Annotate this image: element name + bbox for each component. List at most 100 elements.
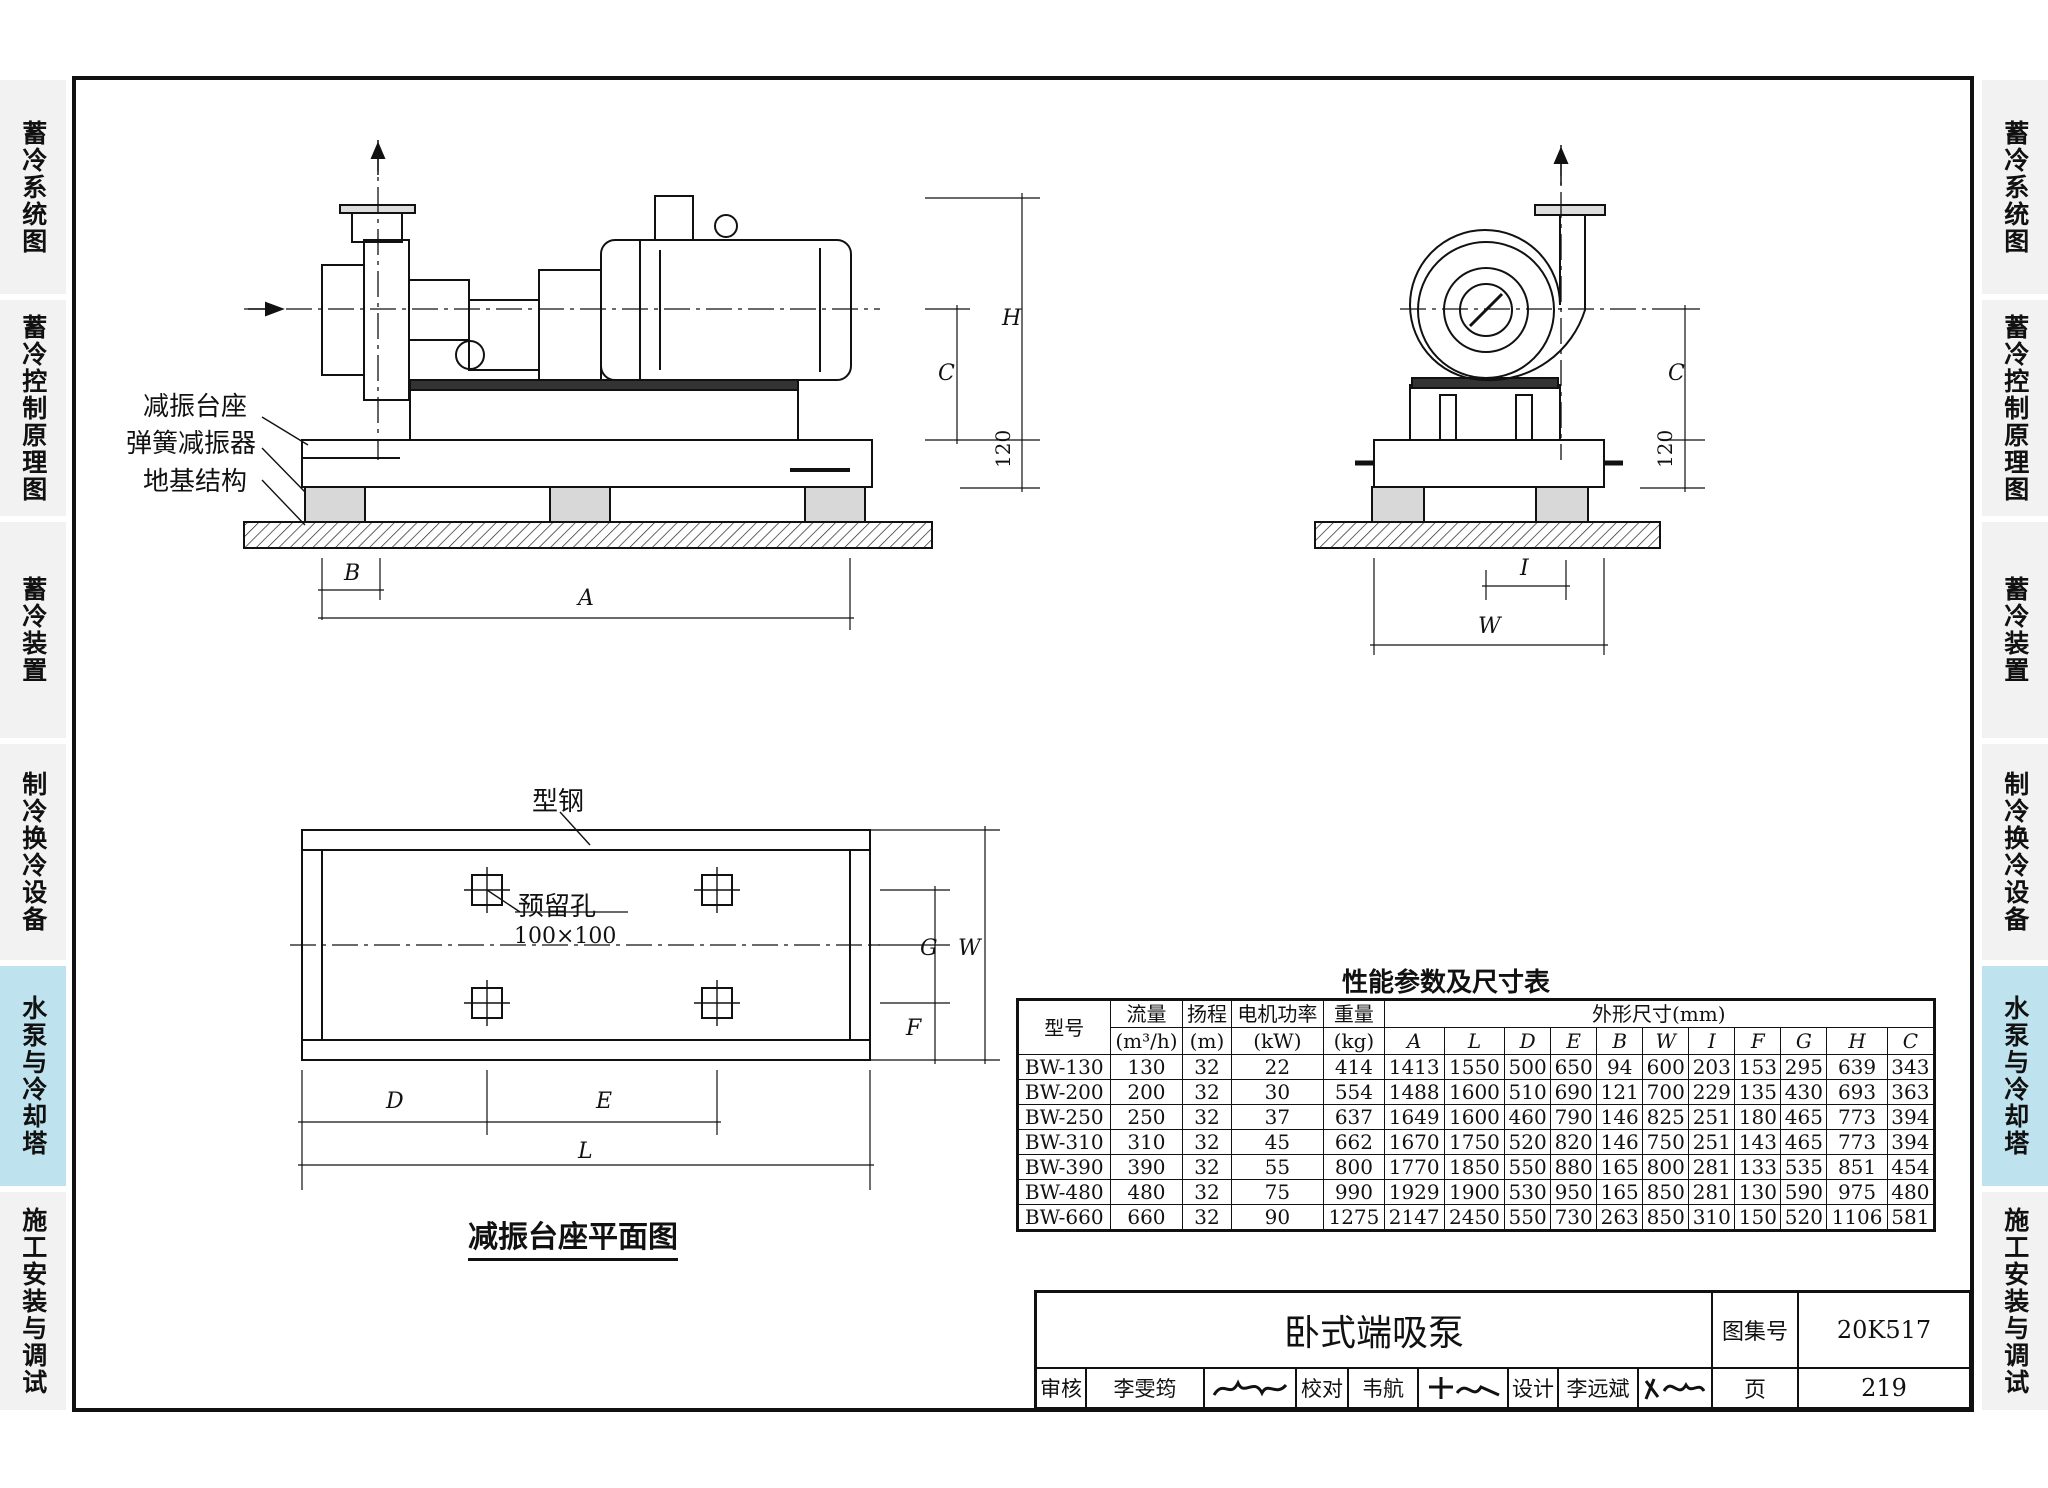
table-cell: 590 xyxy=(1780,1179,1828,1205)
dim-120: 120 xyxy=(991,430,1015,468)
side-tab-installation[interactable]: 施工安装与调试 xyxy=(0,1190,66,1412)
table-cell: 750 xyxy=(1642,1129,1690,1155)
table-cell: 690 xyxy=(1550,1079,1598,1105)
table-cell: 251 xyxy=(1688,1104,1736,1130)
table-cell: 790 xyxy=(1550,1104,1598,1130)
side-tab-cold-storage-device[interactable]: 蓄冷装置 xyxy=(1982,520,2048,740)
table-cell: 263 xyxy=(1596,1204,1644,1231)
plan-view-title: 减振台座平面图 xyxy=(468,1212,678,1261)
table-cell: 2450 xyxy=(1443,1204,1506,1231)
label-base: 减振台座 xyxy=(143,392,247,422)
side-tab-label: 水泵与冷却塔 xyxy=(18,995,48,1157)
table-cell: 1600 xyxy=(1443,1104,1506,1130)
table-cell: 1550 xyxy=(1443,1054,1506,1080)
table-cell: 660 xyxy=(1109,1204,1184,1231)
table-cell: 730 xyxy=(1550,1204,1598,1231)
table-cell: 394 xyxy=(1886,1104,1936,1130)
table-cell: 153 xyxy=(1734,1054,1782,1080)
side-tab-label: 蓄冷控制原理图 xyxy=(18,313,48,503)
side-tab-cold-storage-control[interactable]: 蓄冷控制原理图 xyxy=(1982,298,2048,518)
side-tab-refrigeration-equipment[interactable]: 制冷换冷设备 xyxy=(1982,742,2048,962)
table-cell: 343 xyxy=(1886,1054,1936,1080)
table-cell: 281 xyxy=(1688,1154,1736,1180)
table-cell: 1750 xyxy=(1443,1129,1506,1155)
table-cell: 990 xyxy=(1323,1179,1385,1205)
table-cell: 2147 xyxy=(1383,1204,1445,1231)
page-label: 页 xyxy=(1713,1369,1799,1407)
table-cell: 130 xyxy=(1734,1179,1782,1205)
dim-g: G xyxy=(920,936,938,961)
col-dim-a: A xyxy=(1383,1027,1445,1055)
table-cell: 135 xyxy=(1734,1079,1782,1105)
table-cell: 394 xyxy=(1886,1129,1936,1155)
table-cell: 90 xyxy=(1230,1204,1325,1231)
table-cell: 850 xyxy=(1642,1204,1690,1231)
col-dim-i: I xyxy=(1688,1027,1736,1055)
table-cell: 22 xyxy=(1230,1054,1325,1080)
dim-c-end: C xyxy=(1668,361,1685,386)
table-cell: 1600 xyxy=(1443,1079,1506,1105)
table-cell: 1649 xyxy=(1383,1104,1445,1130)
table-cell: 310 xyxy=(1109,1129,1184,1155)
table-cell: BW-250 xyxy=(1017,1104,1111,1130)
side-tab-label: 蓄冷系统图 xyxy=(18,119,48,255)
reviewer-name: 李雯筠 xyxy=(1087,1369,1205,1407)
col-dim-g: G xyxy=(1780,1027,1828,1055)
table-cell: 662 xyxy=(1323,1129,1385,1155)
label-hole: 预留孔 xyxy=(518,892,596,922)
table-cell: 500 xyxy=(1504,1054,1552,1080)
design-label: 设计 xyxy=(1509,1369,1559,1407)
side-tab-installation[interactable]: 施工安装与调试 xyxy=(1982,1190,2048,1412)
atlas-number: 20K517 xyxy=(1799,1293,1969,1369)
table-cell: 600 xyxy=(1642,1054,1690,1080)
side-tab-cold-storage-system[interactable]: 蓄冷系统图 xyxy=(1982,78,2048,296)
table-cell: 32 xyxy=(1182,1054,1232,1080)
label-steel: 型钢 xyxy=(532,787,584,817)
drawing-title: 卧式端吸泵 xyxy=(1037,1293,1713,1369)
table-cell: 880 xyxy=(1550,1154,1598,1180)
col-dim-l: L xyxy=(1443,1027,1506,1055)
table-cell: 251 xyxy=(1688,1129,1736,1155)
table-cell: 530 xyxy=(1504,1179,1552,1205)
table-cell: 1106 xyxy=(1826,1204,1888,1231)
table-cell: 165 xyxy=(1596,1179,1644,1205)
table-cell: 363 xyxy=(1886,1079,1936,1105)
side-tab-pump-cooling-tower[interactable]: 水泵与冷却塔 xyxy=(1982,964,2048,1188)
table-cell: 430 xyxy=(1780,1079,1828,1105)
side-tab-label: 蓄冷装置 xyxy=(18,576,48,684)
side-tab-cold-storage-control[interactable]: 蓄冷控制原理图 xyxy=(0,298,66,518)
table-cell: 390 xyxy=(1109,1154,1184,1180)
table-cell: 75 xyxy=(1230,1179,1325,1205)
col-dim-f: F xyxy=(1734,1027,1782,1055)
col-dims-group: 外形尺寸(mm) xyxy=(1383,999,1936,1028)
table-cell: 130 xyxy=(1109,1054,1184,1080)
col-dim-e: E xyxy=(1550,1027,1598,1055)
dim-e: E xyxy=(595,1089,612,1114)
label-hole-size: 100×100 xyxy=(514,924,616,949)
table-cell: 1900 xyxy=(1443,1179,1506,1205)
side-view-drawing xyxy=(243,140,1040,630)
table-cell: 55 xyxy=(1230,1154,1325,1180)
side-tab-cold-storage-system[interactable]: 蓄冷系统图 xyxy=(0,78,66,296)
table-cell: 465 xyxy=(1780,1129,1828,1155)
dim-f: F xyxy=(905,1016,922,1041)
side-tab-label: 制冷换冷设备 xyxy=(18,771,48,933)
table-cell: 200 xyxy=(1109,1079,1184,1105)
side-tab-label: 蓄冷装置 xyxy=(2000,576,2030,684)
table-cell: 554 xyxy=(1323,1079,1385,1105)
table-cell: 535 xyxy=(1780,1154,1828,1180)
table-cell: 773 xyxy=(1826,1129,1888,1155)
table-cell: 581 xyxy=(1886,1204,1936,1231)
side-tab-cold-storage-device[interactable]: 蓄冷装置 xyxy=(0,520,66,740)
table-cell: 32 xyxy=(1182,1154,1232,1180)
table-cell: 32 xyxy=(1182,1204,1232,1231)
table-cell: BW-130 xyxy=(1017,1054,1111,1080)
title-block: 卧式端吸泵 图集号 20K517 审核 李雯筠 校对 韦航 设计 李远斌 页 2… xyxy=(1034,1290,1972,1410)
table-cell: 480 xyxy=(1109,1179,1184,1205)
table-cell: 121 xyxy=(1596,1079,1644,1105)
side-tab-pump-cooling-tower[interactable]: 水泵与冷却塔 xyxy=(0,964,66,1188)
side-tab-refrigeration-equipment[interactable]: 制冷换冷设备 xyxy=(0,742,66,962)
